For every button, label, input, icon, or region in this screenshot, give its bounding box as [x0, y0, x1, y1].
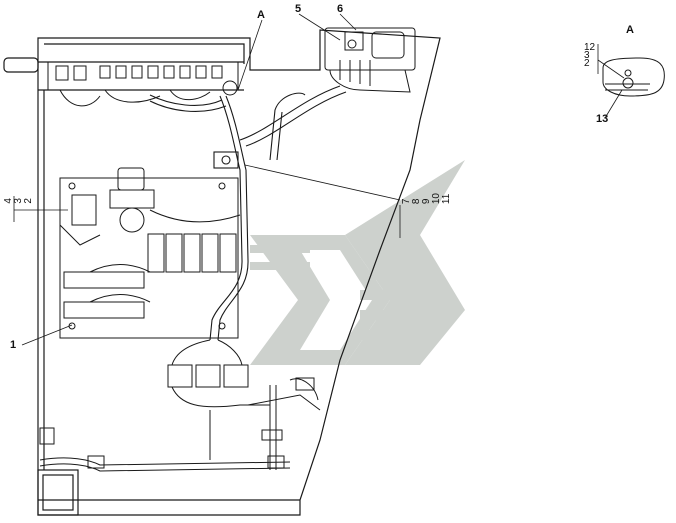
detail-stack-2: 2 [584, 58, 590, 69]
top-right-connector [324, 27, 416, 93]
watermark-logo [250, 160, 465, 365]
stack-left-labels: 4 3 2 [3, 198, 34, 204]
leader-lines [13, 13, 625, 346]
detail-stack-labels: 12 3 2 [584, 42, 596, 69]
detail-view-a [602, 57, 665, 97]
detail-a-title: A [626, 24, 634, 36]
callout-6: 6 [337, 3, 344, 15]
view-a-marker-label: A [257, 9, 265, 21]
stack-left-2: 2 [23, 198, 34, 204]
main-wire-harness [149, 85, 347, 341]
callout-1: 1 [10, 339, 17, 351]
detail-stack-12: 12 [584, 42, 596, 53]
bottom-harness [39, 410, 291, 472]
stack-right-11: 11 [441, 193, 452, 205]
top-terminal-strip [47, 61, 239, 107]
callout-5: 5 [295, 3, 302, 15]
mounting-panel [59, 167, 241, 339]
callout-13: 13 [596, 113, 609, 125]
detail-stack-3: 3 [584, 50, 590, 61]
stack-right-labels: 7 8 9 10 11 [401, 193, 452, 205]
